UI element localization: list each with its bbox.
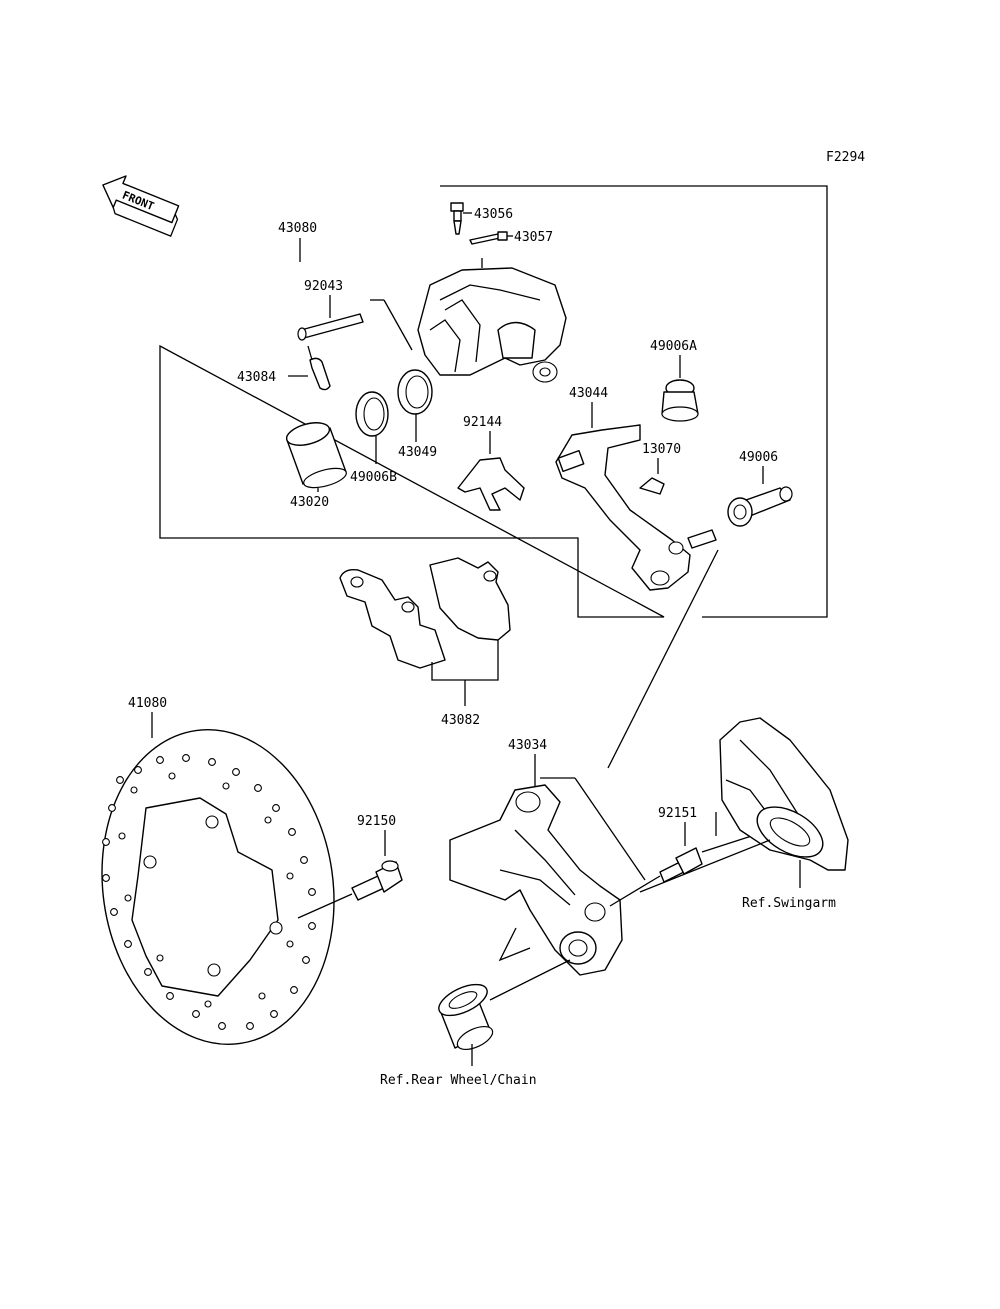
piston-icon [285, 422, 347, 489]
label-43034: 43034 [508, 738, 547, 753]
label-43057: 43057 [514, 230, 553, 245]
collar-icon [438, 983, 494, 1051]
figure-id: F2294 [826, 150, 865, 165]
label-43084: 43084 [237, 370, 276, 385]
label-92043: 92043 [304, 279, 343, 294]
caliper-body-icon [417, 258, 567, 383]
label-92144: 92144 [463, 415, 502, 430]
ref-rear-wheel: Ref.Rear Wheel/Chain [380, 1073, 537, 1088]
piston-seal-43049-icon [397, 369, 433, 415]
disc-holes [102, 754, 316, 1030]
label-43020: 43020 [290, 495, 329, 510]
label-49006A: 49006A [650, 339, 697, 354]
caliper-pin-icon [297, 313, 364, 341]
label-92150: 92150 [357, 814, 396, 829]
label-43082: 43082 [441, 713, 480, 728]
holder-bolt-icon [659, 847, 703, 883]
swingarm-icon [719, 717, 849, 871]
label-43044: 43044 [569, 386, 608, 401]
label-92151: 92151 [658, 806, 697, 821]
label-49006B: 49006B [350, 470, 397, 485]
cotter-pin-icon [307, 345, 331, 391]
label-43056: 43056 [474, 207, 513, 222]
caliper-assembly-outline [159, 185, 828, 618]
bleeder-valve-icon [450, 202, 472, 235]
label-43080: 43080 [278, 221, 317, 236]
label-41080: 41080 [128, 696, 167, 711]
caliper-holder-icon [449, 784, 623, 976]
dust-seal-49006b-icon [355, 391, 389, 437]
front-arrow-icon: FRONT [102, 175, 180, 237]
pad-spring-icon [457, 457, 525, 511]
label-43049: 43049 [398, 445, 437, 460]
boot-49006a-icon [661, 379, 699, 422]
label-13070: 13070 [642, 442, 681, 457]
brake-disc-icon [101, 729, 335, 1045]
ref-swingarm: Ref.Swingarm [742, 896, 836, 911]
caliper-bracket-icon [555, 424, 717, 591]
boot-49006-icon [727, 486, 793, 527]
brake-pad-right-icon [429, 557, 511, 641]
label-49006: 49006 [739, 450, 778, 465]
brake-pad-left-icon [339, 568, 446, 669]
bleeder-cap-icon [469, 231, 513, 245]
disc-bolt-icon [351, 860, 403, 901]
retainer-clip-icon [639, 477, 665, 495]
